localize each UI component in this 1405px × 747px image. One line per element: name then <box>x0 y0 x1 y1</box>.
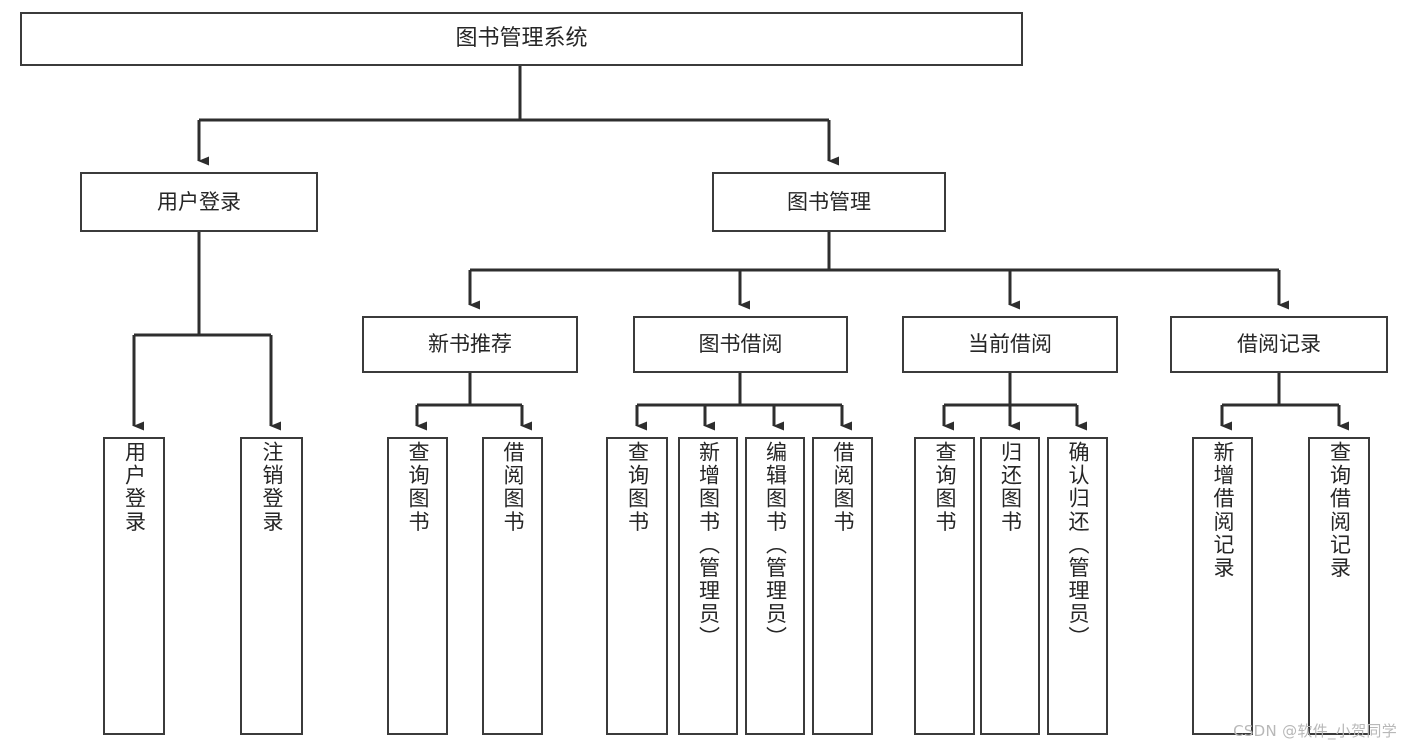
node-book-management-system[interactable]: 图书管理系统 <box>20 12 1023 66</box>
edges-bookborrow-to-leaves <box>635 373 852 431</box>
leaf-confirm-return[interactable]: 确认归还（管理员） <box>1047 437 1108 735</box>
node-label: 查询图书 <box>625 441 650 534</box>
node-new-book-recommend[interactable]: 新书推荐 <box>362 316 578 373</box>
leaf-query-book-1[interactable]: 查询图书 <box>387 437 448 735</box>
edges-bookmgmt-to-level2 <box>468 232 1289 310</box>
node-label: 用户登录 <box>157 189 241 214</box>
node-book-management[interactable]: 图书管理 <box>712 172 946 232</box>
leaf-return-book[interactable]: 归还图书 <box>980 437 1040 735</box>
node-label: 注销登录 <box>260 441 284 534</box>
node-label: 图书管理 <box>787 189 871 214</box>
node-user-login[interactable]: 用户登录 <box>80 172 318 232</box>
edges-borrowrecord-to-leaves <box>1220 373 1349 431</box>
edges-newbook-to-leaves <box>415 373 532 431</box>
node-book-borrow[interactable]: 图书借阅 <box>633 316 848 373</box>
node-label: 查询图书 <box>933 441 957 534</box>
leaf-query-book-2[interactable]: 查询图书 <box>606 437 668 735</box>
node-label: 借阅记录 <box>1237 332 1321 357</box>
node-label: 当前借阅 <box>968 332 1052 357</box>
leaf-query-book-3[interactable]: 查询图书 <box>914 437 975 735</box>
node-label: 确认归还（管理员） <box>1066 441 1090 649</box>
leaf-add-book[interactable]: 新增图书（管理员） <box>678 437 738 735</box>
leaf-edit-book[interactable]: 编辑图书（管理员） <box>745 437 805 735</box>
node-current-borrow[interactable]: 当前借阅 <box>902 316 1118 373</box>
leaf-user-login[interactable]: 用户登录 <box>103 437 165 735</box>
node-label: 新书推荐 <box>428 332 512 357</box>
node-label: 查询借阅记录 <box>1327 441 1352 580</box>
node-borrow-record[interactable]: 借阅记录 <box>1170 316 1388 373</box>
node-label: 新增借阅记录 <box>1211 441 1235 580</box>
node-label: 借阅图书 <box>831 441 855 534</box>
leaf-borrow-book-2[interactable]: 借阅图书 <box>812 437 873 735</box>
node-label: 图书管理系统 <box>455 26 588 52</box>
leaf-user-logout[interactable]: 注销登录 <box>240 437 303 735</box>
node-label: 新增图书（管理员） <box>696 441 721 649</box>
edges-userlogin-to-leaves <box>132 232 281 431</box>
leaf-borrow-book-1[interactable]: 借阅图书 <box>482 437 543 735</box>
node-label: 查询图书 <box>406 441 430 534</box>
node-label: 归还图书 <box>998 441 1023 534</box>
edges-root-to-level1 <box>197 66 839 166</box>
edges-currentborrow-to-leaves <box>942 373 1087 431</box>
leaf-query-record[interactable]: 查询借阅记录 <box>1308 437 1370 735</box>
node-label: 图书借阅 <box>698 332 783 357</box>
node-label: 编辑图书（管理员） <box>763 441 788 649</box>
node-label: 用户登录 <box>122 441 147 534</box>
leaf-add-record[interactable]: 新增借阅记录 <box>1192 437 1253 735</box>
node-label: 借阅图书 <box>501 441 525 534</box>
